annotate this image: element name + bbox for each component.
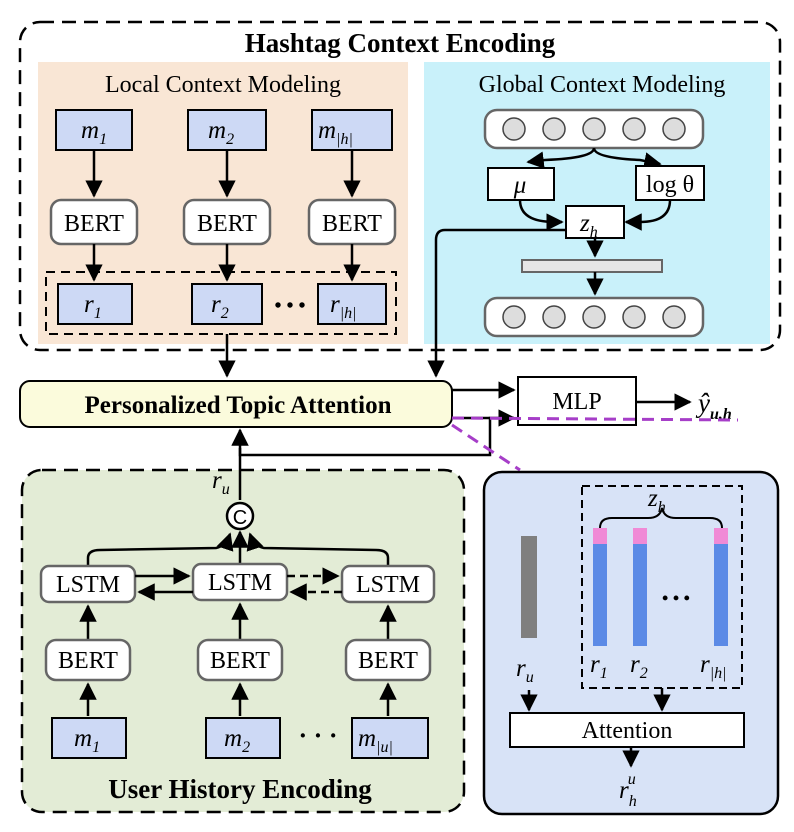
attn-output-r-h-u: rhu: [619, 771, 637, 810]
topic-bar-2: [633, 528, 647, 646]
user-lstm-u: LSTM: [340, 564, 436, 604]
local-r-dots: • • •: [274, 295, 305, 317]
local-output-r-h: r|h|: [317, 283, 387, 325]
user-bert-2: BERT: [196, 638, 284, 682]
zoom-line-2: [451, 416, 739, 422]
svg-text:m2: m2: [224, 725, 250, 756]
local-input-m1: m1: [55, 109, 133, 151]
local-output-r2: r2: [191, 283, 263, 325]
global-mu-box: μ: [487, 167, 555, 201]
hashtag-context-title: Hashtag Context Encoding: [245, 28, 556, 58]
svg-text:m2: m2: [208, 117, 234, 148]
local-context-title: Local Context Modeling: [105, 72, 341, 98]
attn-label-r1: r1: [590, 651, 608, 682]
svg-text:BERT: BERT: [358, 648, 418, 674]
user-input-m1: m1: [51, 717, 127, 759]
attn-label-r-h: r|h|: [700, 651, 727, 682]
local-bert-2: BERT: [182, 198, 272, 246]
svg-text:μ: μ: [513, 172, 527, 199]
topic-z-h-label: zh: [647, 485, 666, 516]
svg-text:BERT: BERT: [322, 211, 382, 237]
attention-block: Attention: [509, 712, 745, 748]
topic-bar-dots: • • •: [662, 588, 690, 608]
user-bert-1: BERT: [44, 638, 132, 682]
svg-text:BERT: BERT: [210, 648, 270, 674]
concat-operator: C: [225, 501, 255, 531]
svg-text:LSTM: LSTM: [208, 570, 272, 596]
svg-text:m1: m1: [81, 117, 107, 148]
svg-text:r|h|: r|h|: [330, 291, 357, 322]
local-bert-h: BERT: [307, 198, 397, 246]
user-bert-u: BERT: [344, 638, 432, 682]
svg-text:BERT: BERT: [197, 211, 257, 237]
topic-bar-h: [714, 528, 728, 646]
global-context-title: Global Context Modeling: [479, 72, 726, 98]
local-output-r1: r1: [57, 283, 133, 325]
svg-text:m|u|: m|u|: [358, 725, 393, 756]
topic-bar-1: [593, 528, 607, 646]
global-log-theta-box: log θ: [635, 165, 705, 201]
svg-text:m|h|: m|h|: [318, 117, 353, 148]
svg-text:BERT: BERT: [64, 211, 124, 237]
local-input-m2: m2: [187, 109, 267, 151]
personalized-topic-attention-block: Personalized Topic Attention: [19, 380, 453, 428]
svg-text:r2: r2: [211, 291, 229, 322]
user-lstm-1: LSTM: [39, 564, 137, 604]
svg-text:log θ: log θ: [646, 172, 694, 198]
user-repr-ru-label: ru: [212, 467, 230, 498]
user-history-title: User History Encoding: [108, 774, 372, 804]
user-m-dots: · · ·: [298, 721, 337, 750]
user-vector-bar: [521, 536, 537, 638]
global-output-layer: [483, 296, 705, 338]
svg-text:Attention: Attention: [582, 718, 673, 744]
svg-text:Personalized Topic Attention: Personalized Topic Attention: [85, 392, 392, 419]
svg-text:LSTM: LSTM: [356, 572, 420, 598]
global-input-layer: [483, 108, 705, 150]
topic-brace: [599, 507, 723, 529]
zoom-line-1: [451, 423, 521, 472]
global-decoder-layer: [521, 259, 663, 273]
svg-text:m1: m1: [74, 725, 100, 756]
local-input-m-h: m|h|: [311, 109, 393, 151]
svg-text:MLP: MLP: [552, 389, 601, 415]
svg-text:C: C: [233, 507, 247, 529]
hashtag-context-frame: [18, 20, 782, 352]
user-input-m-u: m|u|: [351, 717, 429, 759]
svg-text:r1: r1: [84, 291, 102, 322]
attn-label-ru: ru: [516, 655, 534, 686]
global-z-h-box: zh: [565, 205, 625, 241]
attn-label-r2: r2: [630, 651, 648, 682]
svg-text:BERT: BERT: [58, 648, 118, 674]
svg-text:LSTM: LSTM: [56, 572, 120, 598]
mlp-block: MLP: [517, 376, 637, 426]
user-lstm-2: LSTM: [191, 562, 289, 602]
local-r-group: [45, 271, 397, 335]
local-bert-1: BERT: [49, 198, 139, 246]
user-input-m2: m2: [205, 717, 281, 759]
svg-text:zh: zh: [579, 210, 598, 241]
output-y-hat: ŷu,h: [695, 388, 732, 423]
